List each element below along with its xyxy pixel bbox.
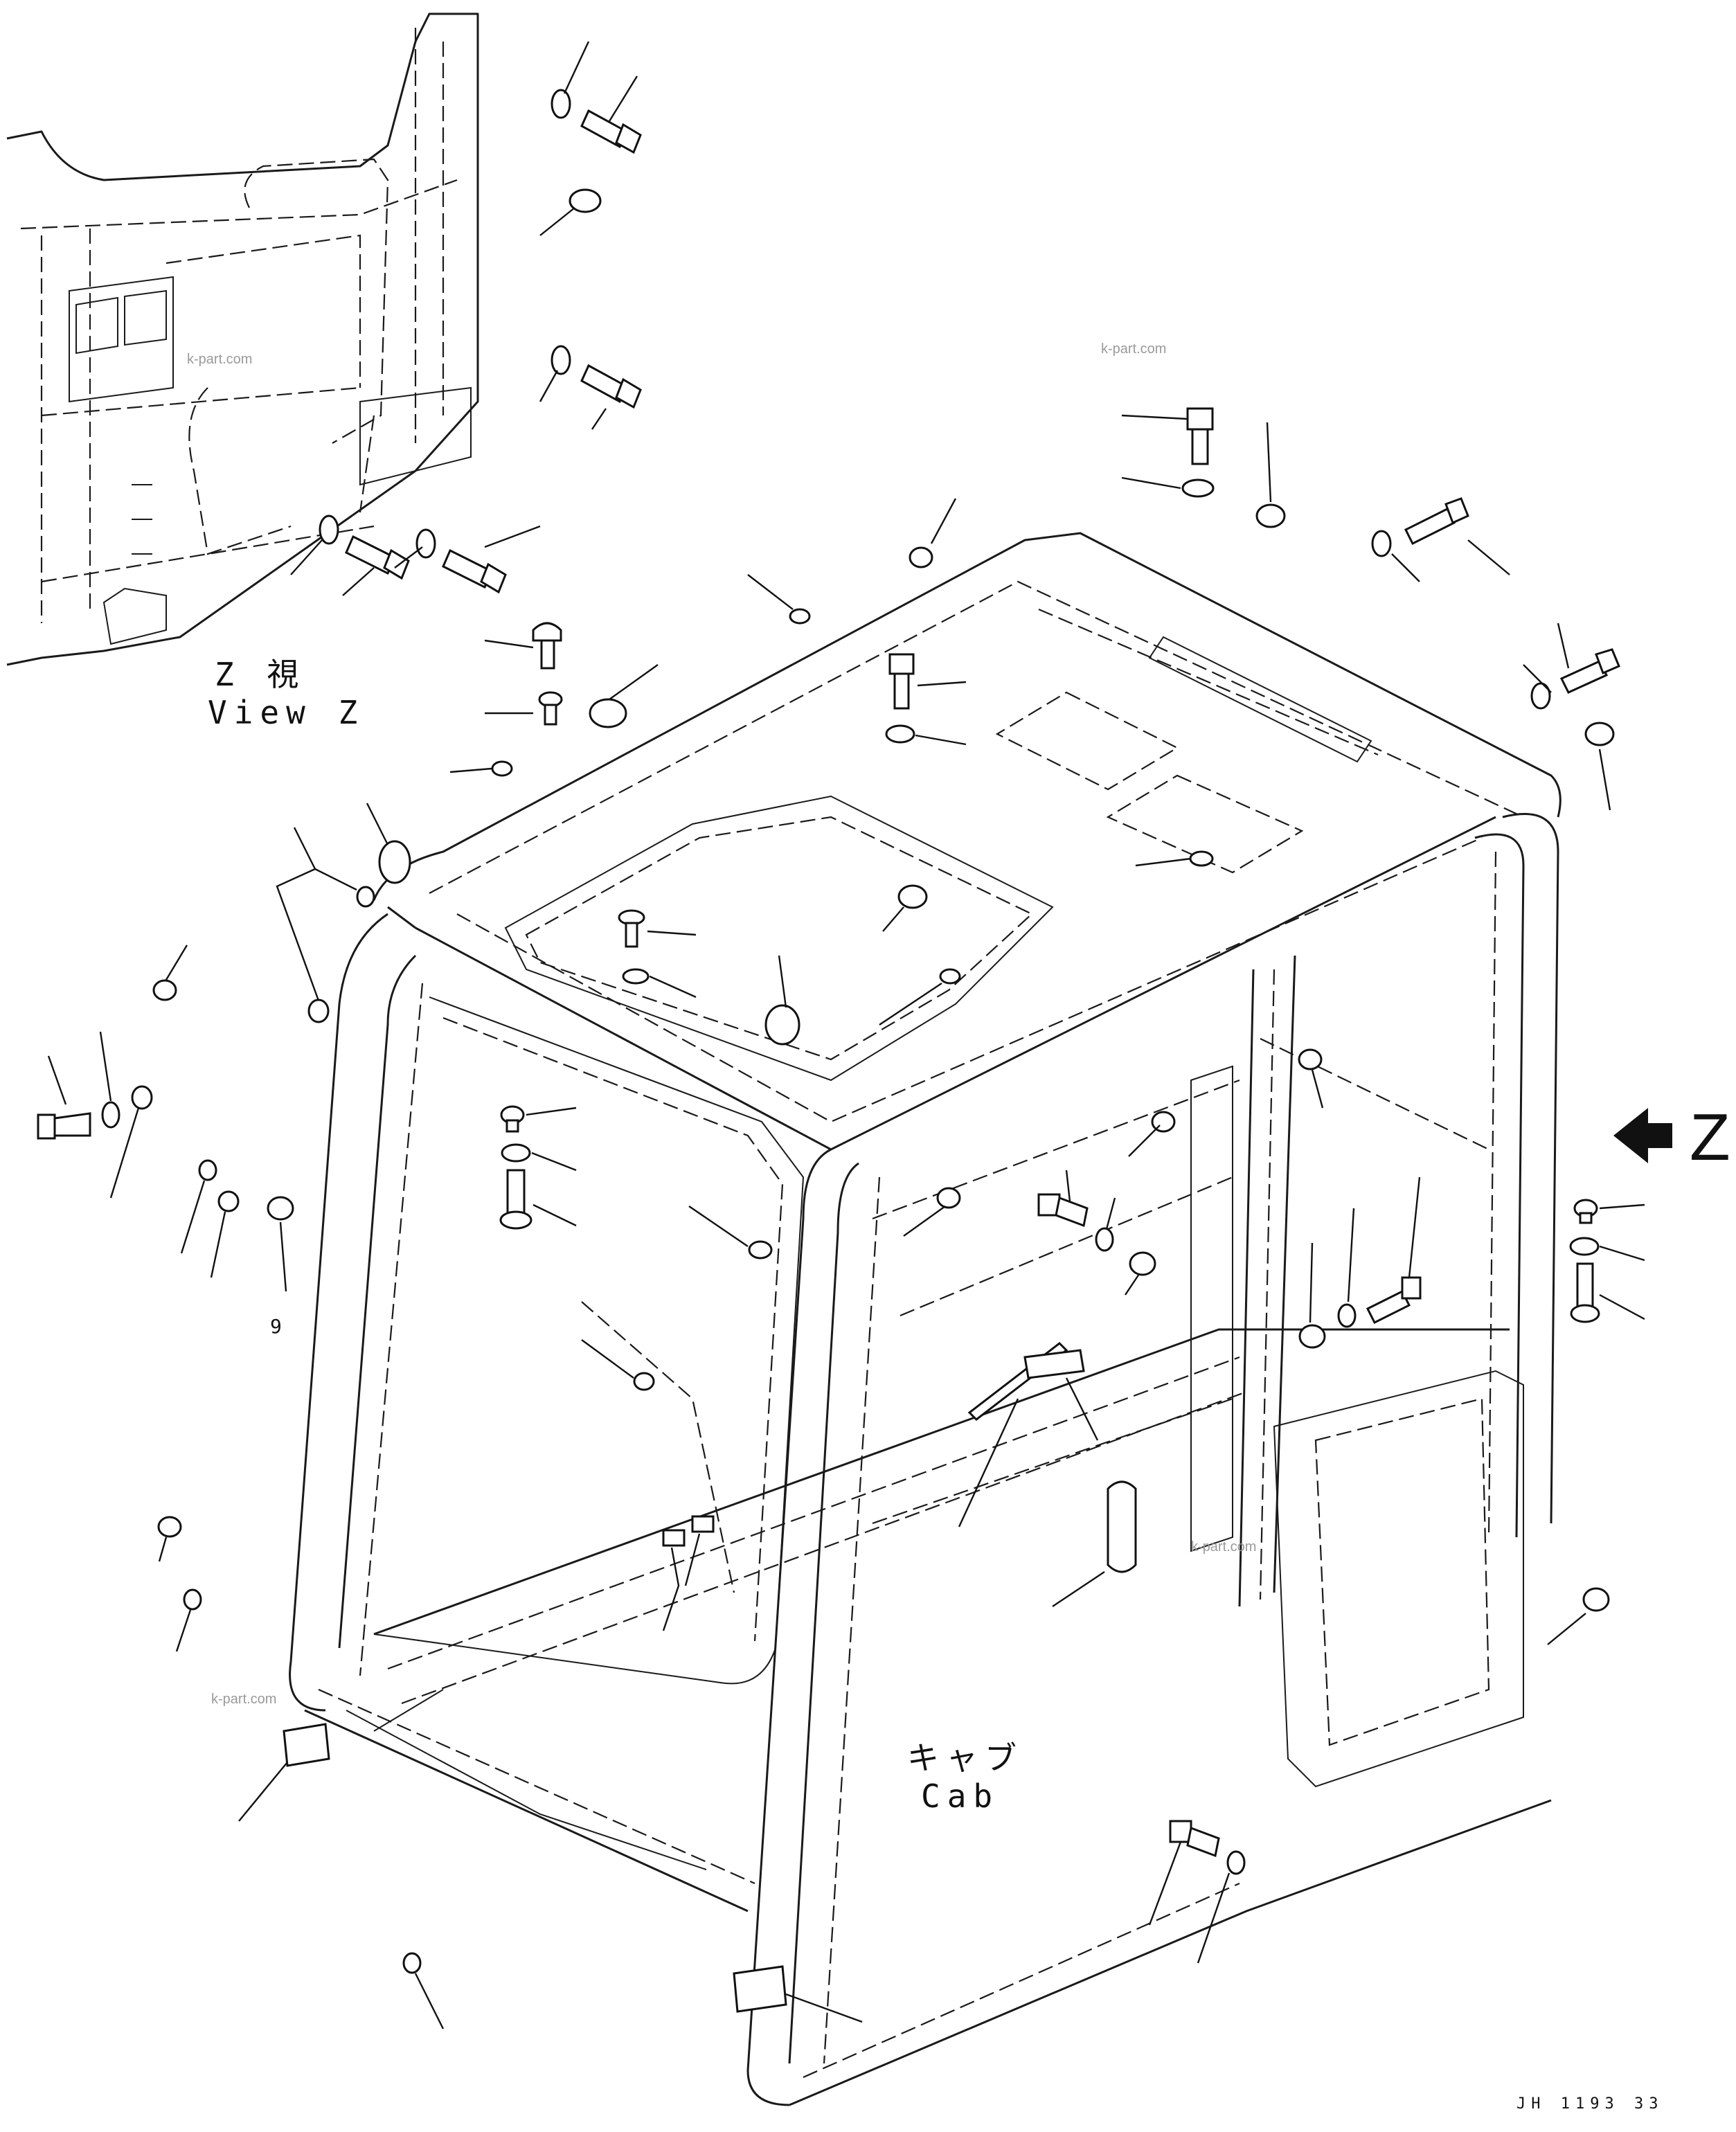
bolt-icon: [37, 1112, 91, 1140]
washer-icon: [551, 89, 571, 119]
collar-icon: [131, 1085, 153, 1110]
pin-icon: [307, 998, 330, 1023]
view-z-arrow: Z: [1613, 1100, 1730, 1174]
plate-icon: [1107, 1480, 1137, 1573]
drawing-code: JH 1193 33: [1516, 2095, 1663, 2113]
bolt-icon: [499, 1169, 533, 1230]
watermark: k-part.com: [1191, 1539, 1256, 1555]
clip-icon: [662, 1515, 715, 1547]
bolt-icon: [580, 109, 642, 154]
watermark: k-part.com: [211, 1692, 276, 1707]
cap-icon: [589, 698, 627, 728]
pin-icon: [402, 1952, 422, 1974]
watermarks: k-part.com k-part.com k-part.com k-part.…: [187, 341, 1256, 1707]
rivet-icon: [1573, 1199, 1598, 1224]
collar-icon: [1582, 1587, 1610, 1612]
washer-icon: [1095, 1227, 1114, 1252]
block-icon: [283, 1723, 330, 1767]
bolt-icon: [1570, 1262, 1600, 1323]
pin-icon: [183, 1588, 202, 1611]
rivet-icon: [538, 691, 563, 726]
pin-icon: [1189, 850, 1214, 867]
bolt-icon: [1186, 407, 1214, 465]
bolt-icon: [1559, 648, 1620, 694]
bolt-icon: [1169, 1820, 1220, 1858]
collar-icon: [1584, 722, 1615, 746]
cab-en: Cab: [921, 1777, 999, 1815]
washer-icon: [1337, 1303, 1357, 1328]
washer-icon: [319, 514, 339, 545]
washer-icon: [101, 1101, 120, 1129]
bolt-icon: [1037, 1193, 1089, 1228]
collar-icon: [1298, 1324, 1326, 1349]
view-z-arrow-label: Z: [1690, 1100, 1730, 1174]
watermark: k-part.com: [187, 352, 252, 367]
pin-icon: [198, 1159, 217, 1181]
bolt-icon: [442, 548, 507, 594]
pin-icon: [491, 760, 513, 777]
pin-icon: [633, 1372, 655, 1391]
view-z-en: View Z: [208, 694, 364, 731]
bolt-icon: [580, 364, 642, 409]
collar-icon: [152, 979, 177, 1001]
cab-frame: [289, 532, 1561, 2106]
pin-icon: [789, 608, 811, 625]
pin-icon: [939, 968, 961, 985]
rivet-icon: [532, 622, 562, 670]
pin-icon: [356, 886, 375, 908]
collar-icon: [1298, 1048, 1323, 1071]
collar-icon: [936, 1187, 961, 1209]
washer-icon: [1181, 478, 1215, 498]
collar-icon: [569, 188, 602, 213]
nut-icon: [267, 1196, 294, 1221]
fasteners: [37, 89, 1620, 2013]
watermark: k-part.com: [1101, 341, 1166, 357]
bolt-icon: [1404, 497, 1469, 546]
bolt-icon: [888, 653, 915, 710]
washer-icon: [1226, 1850, 1246, 1875]
washer-icon: [551, 345, 571, 375]
view-z-inset: [6, 12, 479, 666]
cap-icon: [764, 1004, 800, 1046]
item-number: 9: [270, 1315, 282, 1338]
washer-icon: [1530, 682, 1551, 710]
collar-icon: [909, 546, 933, 568]
leader-lines: [47, 41, 1645, 2030]
cab-label: キャブ Cab: [907, 1739, 1023, 1815]
collar-icon: [1129, 1251, 1156, 1276]
cab-jp: キャブ: [907, 1739, 1023, 1777]
collar-icon: [1255, 503, 1286, 528]
rivet-icon: [500, 1105, 525, 1133]
block-icon: [733, 1965, 787, 2013]
washer-icon: [885, 724, 915, 744]
collar-icon: [897, 884, 928, 909]
cap-icon: [378, 840, 411, 884]
washer-icon: [415, 528, 436, 559]
rivet-icon: [618, 909, 645, 948]
pad-icon: [1023, 1349, 1085, 1379]
bolt-icon: [345, 535, 410, 580]
bolt-icon: [1366, 1276, 1422, 1325]
washer-icon: [501, 1143, 531, 1163]
washer-icon: [622, 968, 650, 985]
washer-icon: [1569, 1237, 1600, 1256]
view-z-jp: Z 視: [215, 656, 305, 693]
view-z-label: Z 視 View Z: [208, 656, 364, 731]
collar-icon: [217, 1190, 240, 1212]
washer-icon: [1371, 530, 1392, 557]
collar-icon: [157, 1516, 182, 1538]
arrow-left-icon: [1613, 1108, 1672, 1163]
pin-icon: [748, 1240, 773, 1260]
